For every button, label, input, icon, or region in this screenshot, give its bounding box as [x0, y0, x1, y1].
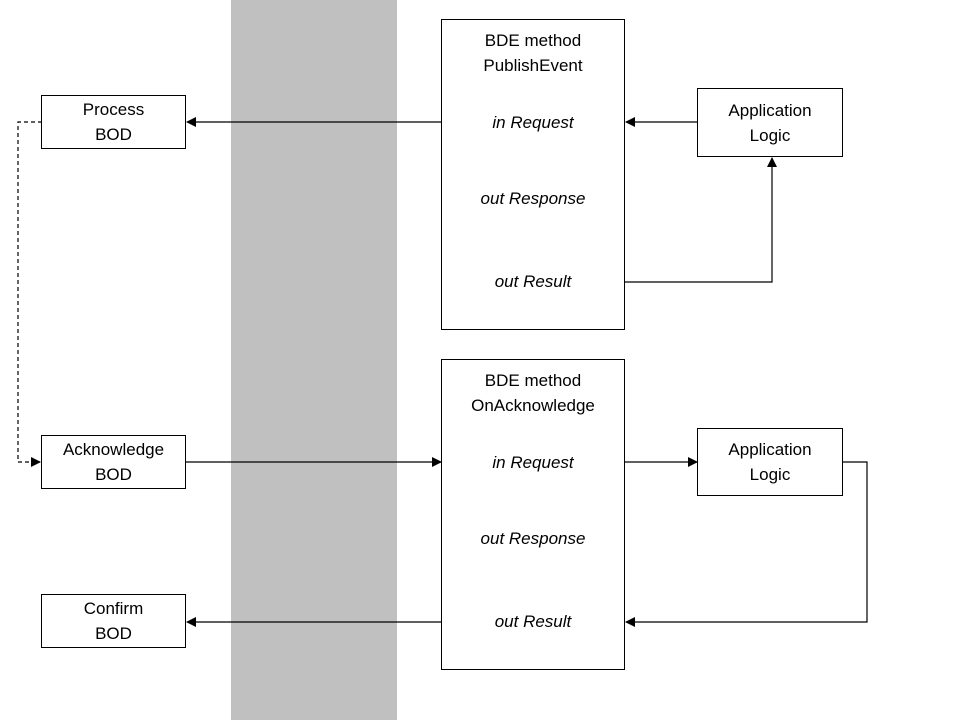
on-acknowledge-param-out-response: out Response	[480, 529, 586, 548]
arrow-app-logic-to-onack-result	[625, 461, 868, 627]
on-acknowledge-param-out-result: out Result	[494, 612, 572, 631]
arrow-publish-result-to-app-logic	[624, 157, 777, 283]
acknowledge-bod-line1: Acknowledge	[62, 440, 165, 459]
application-logic-bottom-line2: Logic	[749, 465, 791, 484]
on-acknowledge-method-box: BDE method OnAcknowledge in Request out …	[441, 359, 625, 670]
application-logic-top-line1: Application	[728, 100, 812, 120]
process-bod-box: Process BOD	[41, 95, 186, 149]
confirm-bod-box: Confirm BOD	[41, 594, 186, 648]
application-logic-bottom-box: Application Logic	[697, 428, 843, 496]
process-bod-line1: Process	[82, 100, 145, 119]
application-logic-top-box: Application Logic	[697, 88, 843, 157]
publish-event-title-line1: BDE method	[484, 31, 582, 50]
on-acknowledge-title-line1: BDE method	[484, 371, 582, 390]
on-acknowledge-title-line2: OnAcknowledge	[471, 396, 595, 415]
confirm-bod-line2: BOD	[95, 624, 132, 643]
acknowledge-bod-line2: BOD	[95, 465, 132, 484]
dashed-process-to-acknowledge	[17, 121, 42, 467]
application-logic-top-line2: Logic	[749, 125, 791, 145]
middleware-band	[231, 0, 397, 720]
publish-event-param-in-request: in Request	[492, 113, 574, 132]
acknowledge-bod-box: Acknowledge BOD	[41, 435, 186, 489]
process-bod-line2: BOD	[95, 125, 132, 144]
publish-event-title: BDE method PublishEvent	[442, 28, 624, 78]
publish-event-title-line2: PublishEvent	[483, 56, 583, 75]
on-acknowledge-title: BDE method OnAcknowledge	[442, 368, 624, 418]
application-logic-bottom-line1: Application	[728, 440, 812, 459]
publish-event-method-box: BDE method PublishEvent in Request out R…	[441, 19, 625, 330]
confirm-bod-line1: Confirm	[83, 599, 144, 618]
publish-event-param-out-response: out Response	[480, 189, 586, 208]
on-acknowledge-param-in-request: in Request	[492, 453, 574, 472]
publish-event-param-out-result: out Result	[494, 272, 572, 291]
